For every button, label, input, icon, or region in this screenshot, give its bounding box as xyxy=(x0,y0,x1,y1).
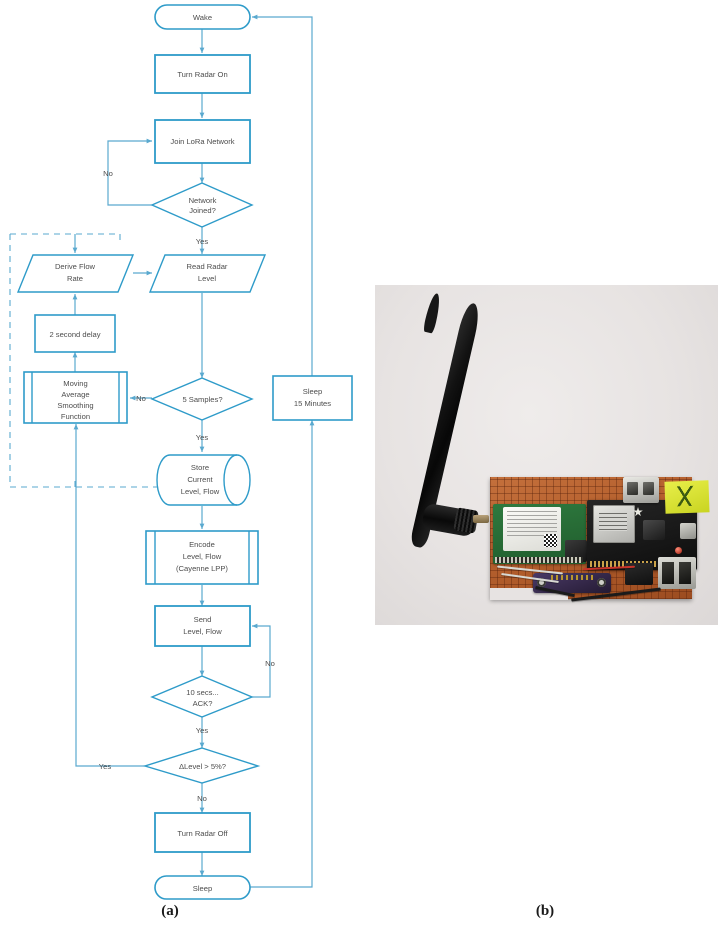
flowchart-panel: Wake Turn Radar On Join LoRa Network Net… xyxy=(0,0,370,900)
node-encode-label-line1: Encode xyxy=(189,540,215,549)
node-moving-average-label-line1: Moving xyxy=(63,379,87,388)
node-turn-radar-off-label: Turn Radar Off xyxy=(177,829,228,838)
node-moving-average-label-line3: Smoothing xyxy=(57,401,93,410)
node-2-second-delay-label: 2 second delay xyxy=(49,330,100,339)
microsd-contacts xyxy=(599,513,627,531)
rf-shield-chip xyxy=(565,540,587,562)
regulator-chip xyxy=(643,520,665,540)
node-network-joined-label-line2: Joined? xyxy=(189,206,216,215)
edge-dlevel-yes xyxy=(73,424,145,767)
yellow-sticky-label xyxy=(664,480,710,514)
node-store-current-label-line3: Level, Flow xyxy=(181,487,220,496)
node-encode-label-line2: Level, Flow xyxy=(183,552,222,561)
micro-usb-port xyxy=(680,523,696,539)
mounting-hole-2 xyxy=(597,578,606,587)
node-read-radar-level-label-line2: Level xyxy=(198,274,216,283)
node-join-lora-network[interactable]: Join LoRa Network xyxy=(154,119,251,164)
node-derive-flow-rate-label-line2: Rate xyxy=(67,274,83,283)
node-moving-average[interactable]: Moving Average Smoothing Function xyxy=(23,371,128,424)
node-turn-radar-on[interactable]: Turn Radar On xyxy=(154,54,251,94)
node-send-label-line2: Level, Flow xyxy=(183,627,222,636)
node-5-samples[interactable]: 5 Samples? xyxy=(150,377,254,421)
node-sleep-15-minutes-label-line2: 15 Minutes xyxy=(294,399,331,408)
node-2-second-delay[interactable]: 2 second delay xyxy=(34,314,116,353)
node-network-joined-label-line1: Network xyxy=(189,196,217,205)
sensor-pads xyxy=(551,575,595,580)
node-turn-radar-off[interactable]: Turn Radar Off xyxy=(154,812,251,853)
caption-panel-a: (a) xyxy=(161,903,179,919)
black-component-block xyxy=(625,563,653,585)
flowchart-edges xyxy=(9,14,315,888)
terminal-screw-2 xyxy=(643,482,654,495)
edge-sleep-to-sleep15 xyxy=(250,420,315,888)
edge-label-dlevel-no: No xyxy=(197,794,207,803)
node-wake[interactable]: Wake xyxy=(154,4,251,30)
node-turn-radar-on-label: Turn Radar On xyxy=(177,70,227,79)
node-dlevel-label: ΔLevel > 5%? xyxy=(179,762,226,771)
edge-label-ack-no: No xyxy=(265,659,275,668)
terminal-screw-1 xyxy=(627,482,638,495)
edge-label-joined-yes: Yes xyxy=(196,237,209,246)
lora-radio-module xyxy=(493,504,587,564)
node-encode-label-line3: (Cayenne LPP) xyxy=(176,564,228,573)
module-label-text xyxy=(507,511,557,537)
node-encode[interactable]: Encode Level, Flow (Cayenne LPP) xyxy=(145,530,259,585)
node-send[interactable]: Send Level, Flow xyxy=(154,605,251,647)
node-store-current[interactable]: Store Current Level, Flow xyxy=(156,454,251,506)
microsd-slot xyxy=(593,505,635,543)
node-moving-average-label-line2: Average xyxy=(61,390,89,399)
node-read-radar-level[interactable]: Read Radar Level xyxy=(148,254,267,293)
node-derive-flow-rate[interactable]: Derive Flow Rate xyxy=(16,254,135,293)
flowchart-edge-labels: No Yes No Yes No Yes Yes No xyxy=(99,169,275,803)
node-sleep-15-minutes[interactable]: Sleep 15 Minutes xyxy=(272,375,353,421)
node-ack-label-line1: 10 secs... xyxy=(186,688,219,697)
sensor-breakout-board xyxy=(533,573,611,593)
node-dlevel[interactable]: ΔLevel > 5%? xyxy=(142,747,261,784)
node-network-joined[interactable]: Network Joined? xyxy=(150,182,254,228)
node-join-lora-network-label: Join LoRa Network xyxy=(170,137,234,146)
node-ack[interactable]: 10 secs... ACK? xyxy=(150,675,254,718)
toggle-switch-2 xyxy=(679,562,691,584)
radio-module-label xyxy=(503,507,561,551)
node-moving-average-label-line4: Function xyxy=(61,412,90,421)
toggle-switch-block xyxy=(658,557,696,589)
edge-label-samples-no: No xyxy=(136,394,146,403)
edge-ack-no xyxy=(251,623,271,698)
node-send-label-line1: Send xyxy=(194,615,212,624)
node-store-current-label-line1: Store xyxy=(191,463,209,472)
edge-sleep15-to-wake xyxy=(251,14,313,376)
edge-joined-no xyxy=(107,138,152,206)
toggle-switch-1 xyxy=(662,562,674,584)
edge-label-samples-yes: Yes xyxy=(196,433,209,442)
dashed-group-outline xyxy=(9,233,160,488)
node-store-current-label-line2: Current xyxy=(187,475,213,484)
node-ack-label-line2: ACK? xyxy=(193,699,213,708)
node-sleep-label: Sleep xyxy=(193,884,212,893)
module-header-pins xyxy=(495,557,583,563)
prototype-photograph xyxy=(375,285,718,625)
node-sleep[interactable]: Sleep xyxy=(154,875,251,900)
sma-connector-icon xyxy=(473,515,489,523)
caption-panel-b: (b) xyxy=(535,903,555,919)
qr-code-icon xyxy=(544,534,557,547)
edge-label-joined-no: No xyxy=(103,169,113,178)
edge-label-dlevel-yes: Yes xyxy=(99,762,112,771)
board-logo-icon xyxy=(633,507,643,517)
node-wake-label: Wake xyxy=(193,13,212,22)
node-derive-flow-rate-label-line1: Derive Flow xyxy=(55,262,96,271)
edge-label-ack-yes: Yes xyxy=(196,726,209,735)
flowchart-nodes: Wake Turn Radar On Join LoRa Network Net… xyxy=(16,4,353,900)
handwriting-marks xyxy=(670,485,700,507)
node-read-radar-level-label-line1: Read Radar xyxy=(187,262,228,271)
node-sleep-15-minutes-label-line1: Sleep xyxy=(303,387,322,396)
screw-terminal-block xyxy=(623,477,659,503)
mounting-hole-1 xyxy=(537,578,546,587)
status-led-icon xyxy=(675,547,682,554)
node-5-samples-label: 5 Samples? xyxy=(182,395,222,404)
